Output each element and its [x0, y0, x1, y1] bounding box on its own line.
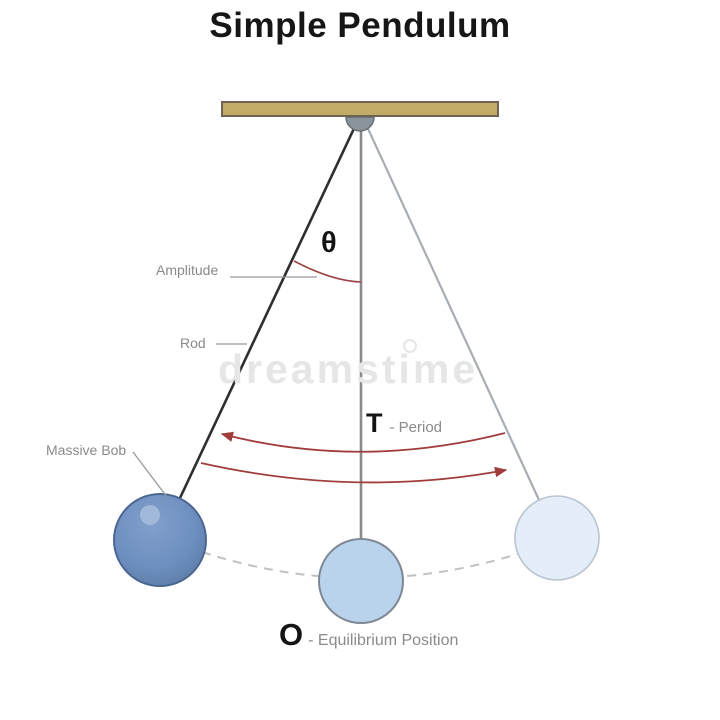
- bob-center-equilibrium: [318, 538, 404, 624]
- bob-left-highlight: [140, 505, 160, 525]
- swing-arrow-left: [220, 431, 506, 453]
- period-label-group: T - Period: [366, 408, 442, 439]
- rod-left-swing: [178, 119, 360, 499]
- period-text: - Period: [389, 419, 443, 436]
- swing-arrow-right: [200, 462, 508, 484]
- massive-bob-leader-line: [132, 451, 168, 498]
- period-symbol: T: [366, 408, 383, 438]
- rod-right-swing: [363, 119, 540, 501]
- equilibrium-label-group: O- Equilibrium Position: [279, 617, 458, 653]
- watermark-ring-icon: [403, 339, 417, 353]
- rod-label: Rod: [180, 335, 206, 351]
- bob-right-ghost: [514, 495, 600, 581]
- amplitude-label: Amplitude: [156, 262, 219, 278]
- bob-left-sphere: [113, 493, 207, 587]
- pivot-mount: [345, 116, 375, 132]
- equilibrium-text: - Equilibrium Position: [308, 632, 459, 649]
- bob-left-massive: [113, 493, 207, 587]
- equilibrium-symbol: O: [279, 617, 304, 652]
- page-title: Simple Pendulum: [209, 6, 511, 45]
- massive-bob-label: Massive Bob: [46, 442, 127, 458]
- theta-symbol: θ: [321, 227, 337, 259]
- watermark: dreamstime: [218, 346, 479, 392]
- ceiling-bar: [221, 101, 499, 117]
- theta-angle-arc: [293, 260, 362, 283]
